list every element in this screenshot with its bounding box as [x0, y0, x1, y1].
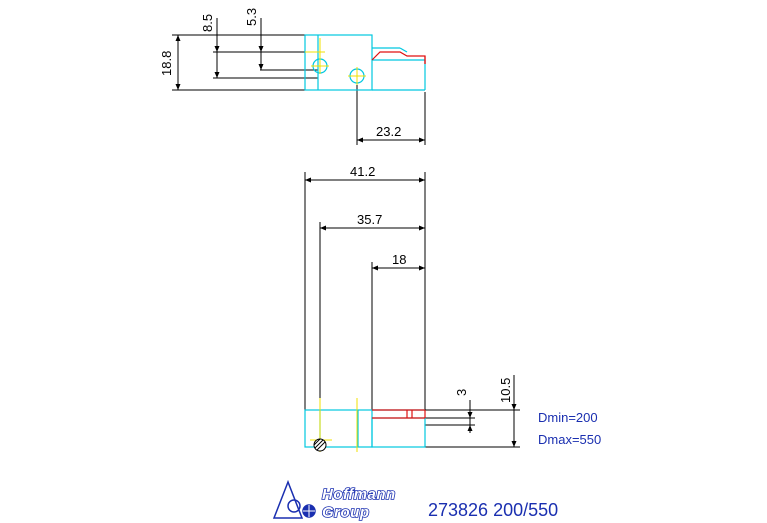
dmin-note: Dmin=200 [538, 410, 598, 425]
logo-icon [272, 479, 316, 519]
dim-3: 3 [454, 389, 469, 396]
dim-8-5: 8.5 [200, 14, 215, 32]
top-part-outline [304, 34, 426, 91]
dim-41-2: 41.2 [350, 164, 375, 179]
dim-23-2: 23.2 [376, 124, 401, 139]
front-view: 41.2 35.7 18 3 10.5 Dmin=200 Dmax=550 [304, 164, 601, 452]
front-red-detail [372, 409, 426, 419]
logo-text-line2: Group [322, 504, 370, 521]
dmax-note: Dmax=550 [538, 432, 601, 447]
dim-18-8: 18.8 [159, 51, 174, 76]
dim-5-3: 5.3 [244, 8, 259, 26]
dim-35-7: 35.7 [357, 212, 382, 227]
hoffmann-logo: Hoffmann Group [272, 479, 396, 522]
top-view: 8.5 5.3 18.8 23.2 [159, 8, 426, 145]
dim-18: 18 [392, 252, 406, 267]
logo-text-line1: Hoffmann [322, 486, 396, 503]
dim-10-5: 10.5 [498, 378, 513, 403]
part-number: 273826 200/550 [428, 500, 558, 520]
top-centerlines [305, 38, 366, 85]
pivot-circle [313, 438, 327, 452]
top-red-detail [371, 51, 426, 64]
